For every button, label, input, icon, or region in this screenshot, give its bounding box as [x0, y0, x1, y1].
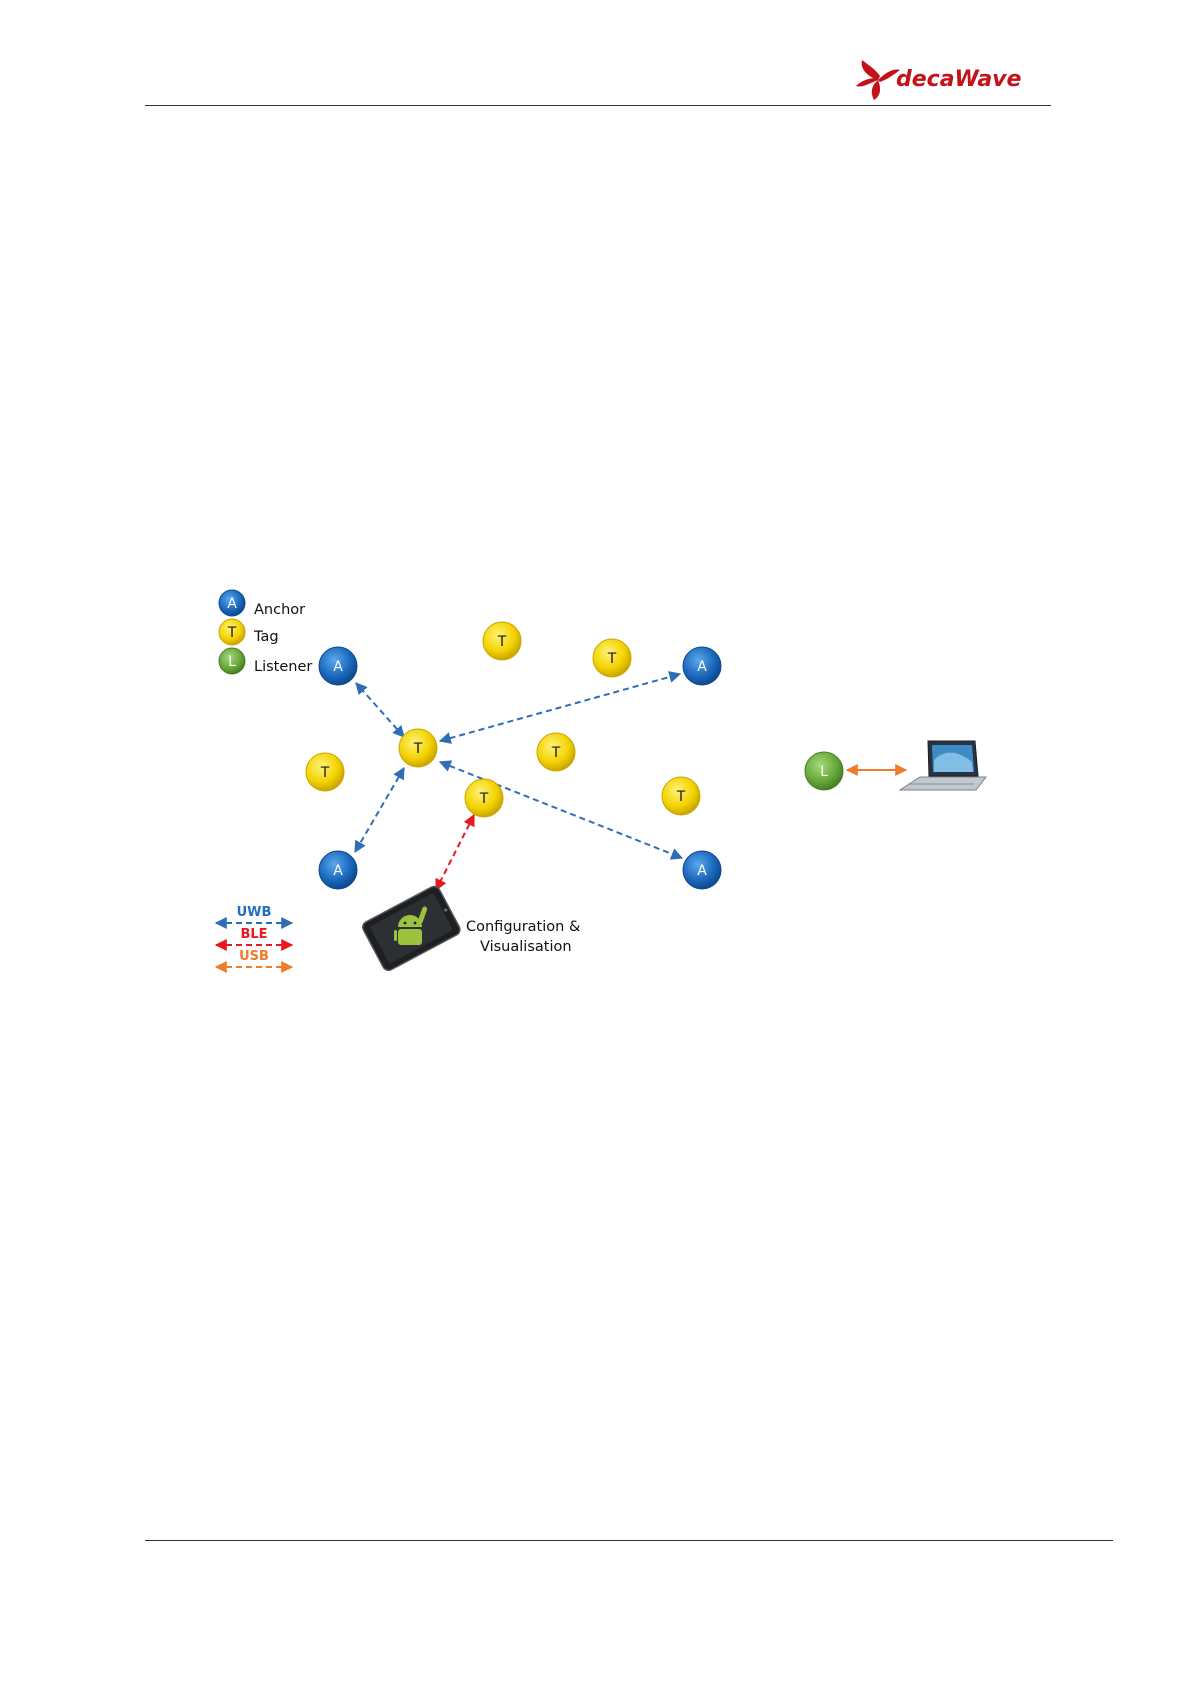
anchor-node-label: A — [697, 659, 707, 675]
listener-node-label: L — [820, 764, 828, 780]
tablet-icon — [362, 885, 461, 972]
legend-listener-symbol: L — [228, 654, 236, 670]
tag-node-label: T — [413, 741, 423, 757]
legend-ble-label: BLE — [240, 927, 267, 942]
anchor-node-label: A — [333, 863, 343, 879]
tag-node-label: T — [497, 634, 507, 650]
legend-tag-symbol: T — [227, 625, 237, 641]
tag-node: T — [592, 638, 632, 678]
tag-node-label: T — [479, 791, 489, 807]
legend-node-types: A Anchor T Tag L Listener — [218, 589, 312, 675]
tag-node: T — [536, 732, 576, 772]
uwb-link-anchor-3 — [354, 766, 405, 854]
ble-link-tablet — [435, 813, 475, 892]
legend-tag: T Tag — [218, 618, 279, 646]
legend-listener: L Listener — [218, 647, 312, 675]
legend-anchor-symbol: A — [227, 596, 237, 612]
anchor-node: A — [682, 850, 722, 890]
tag-node: T — [482, 621, 522, 661]
decawave-logo: decaWave — [856, 60, 1022, 100]
anchor-node: A — [318, 646, 358, 686]
tag-node-label: T — [551, 745, 561, 761]
legend-usb-label: USB — [239, 949, 269, 964]
uwb-link-anchor-4 — [438, 760, 684, 860]
anchor-node: A — [318, 850, 358, 890]
links — [354, 671, 908, 892]
tag-node-main: T — [398, 728, 438, 768]
uwb-link-anchor-2 — [438, 671, 682, 744]
anchor-node: A — [682, 646, 722, 686]
tag-node-label: T — [320, 765, 330, 781]
listener-node: L — [804, 751, 844, 791]
anchor-node-label: A — [697, 863, 707, 879]
legend-anchor: A Anchor — [218, 589, 305, 618]
nodes: A A A A T T T T — [305, 621, 844, 890]
tag-node-label: T — [676, 789, 686, 805]
uwb-link-anchor-1 — [355, 682, 405, 738]
legend-uwb-label: UWB — [237, 905, 272, 920]
decawave-logo-mark-icon — [856, 60, 900, 100]
tag-node: T — [305, 752, 345, 792]
legend-listener-label: Listener — [254, 659, 312, 675]
decawave-logo-text: decaWave — [896, 67, 1022, 92]
tag-node: T — [661, 776, 701, 816]
tablet-caption-line1: Configuration & — [466, 919, 580, 935]
anchor-node-label: A — [333, 659, 343, 675]
legend-link-types: UWB BLE USB — [214, 905, 294, 973]
legend-tag-label: Tag — [253, 629, 279, 645]
header-rule — [145, 105, 1051, 106]
android-icon — [394, 906, 428, 945]
laptop-icon — [898, 740, 988, 791]
legend-anchor-label: Anchor — [254, 602, 305, 618]
tag-node: T — [464, 778, 504, 818]
tablet-caption-line2: Visualisation — [480, 939, 572, 955]
tag-node-label: T — [607, 651, 617, 667]
footer-rule — [145, 1540, 1113, 1541]
